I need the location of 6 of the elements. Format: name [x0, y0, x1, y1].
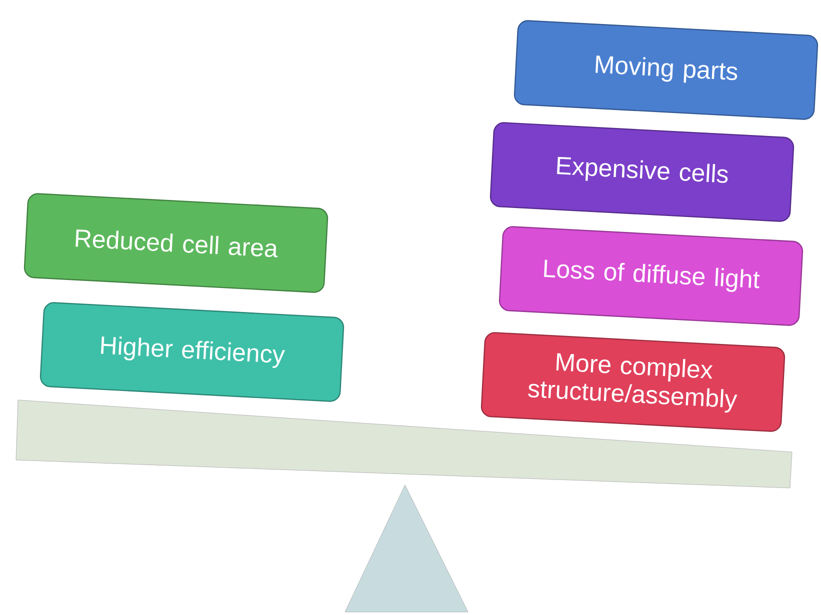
text-box: Reduced cell area	[24, 193, 328, 293]
text-box: Higher efficiency	[40, 302, 344, 402]
text-box: Expensive cells	[490, 122, 794, 222]
text-box: More complex structure/assembly	[480, 332, 786, 432]
text-box: Moving parts	[514, 20, 818, 120]
text-box: Loss of diffuse light	[498, 226, 804, 326]
